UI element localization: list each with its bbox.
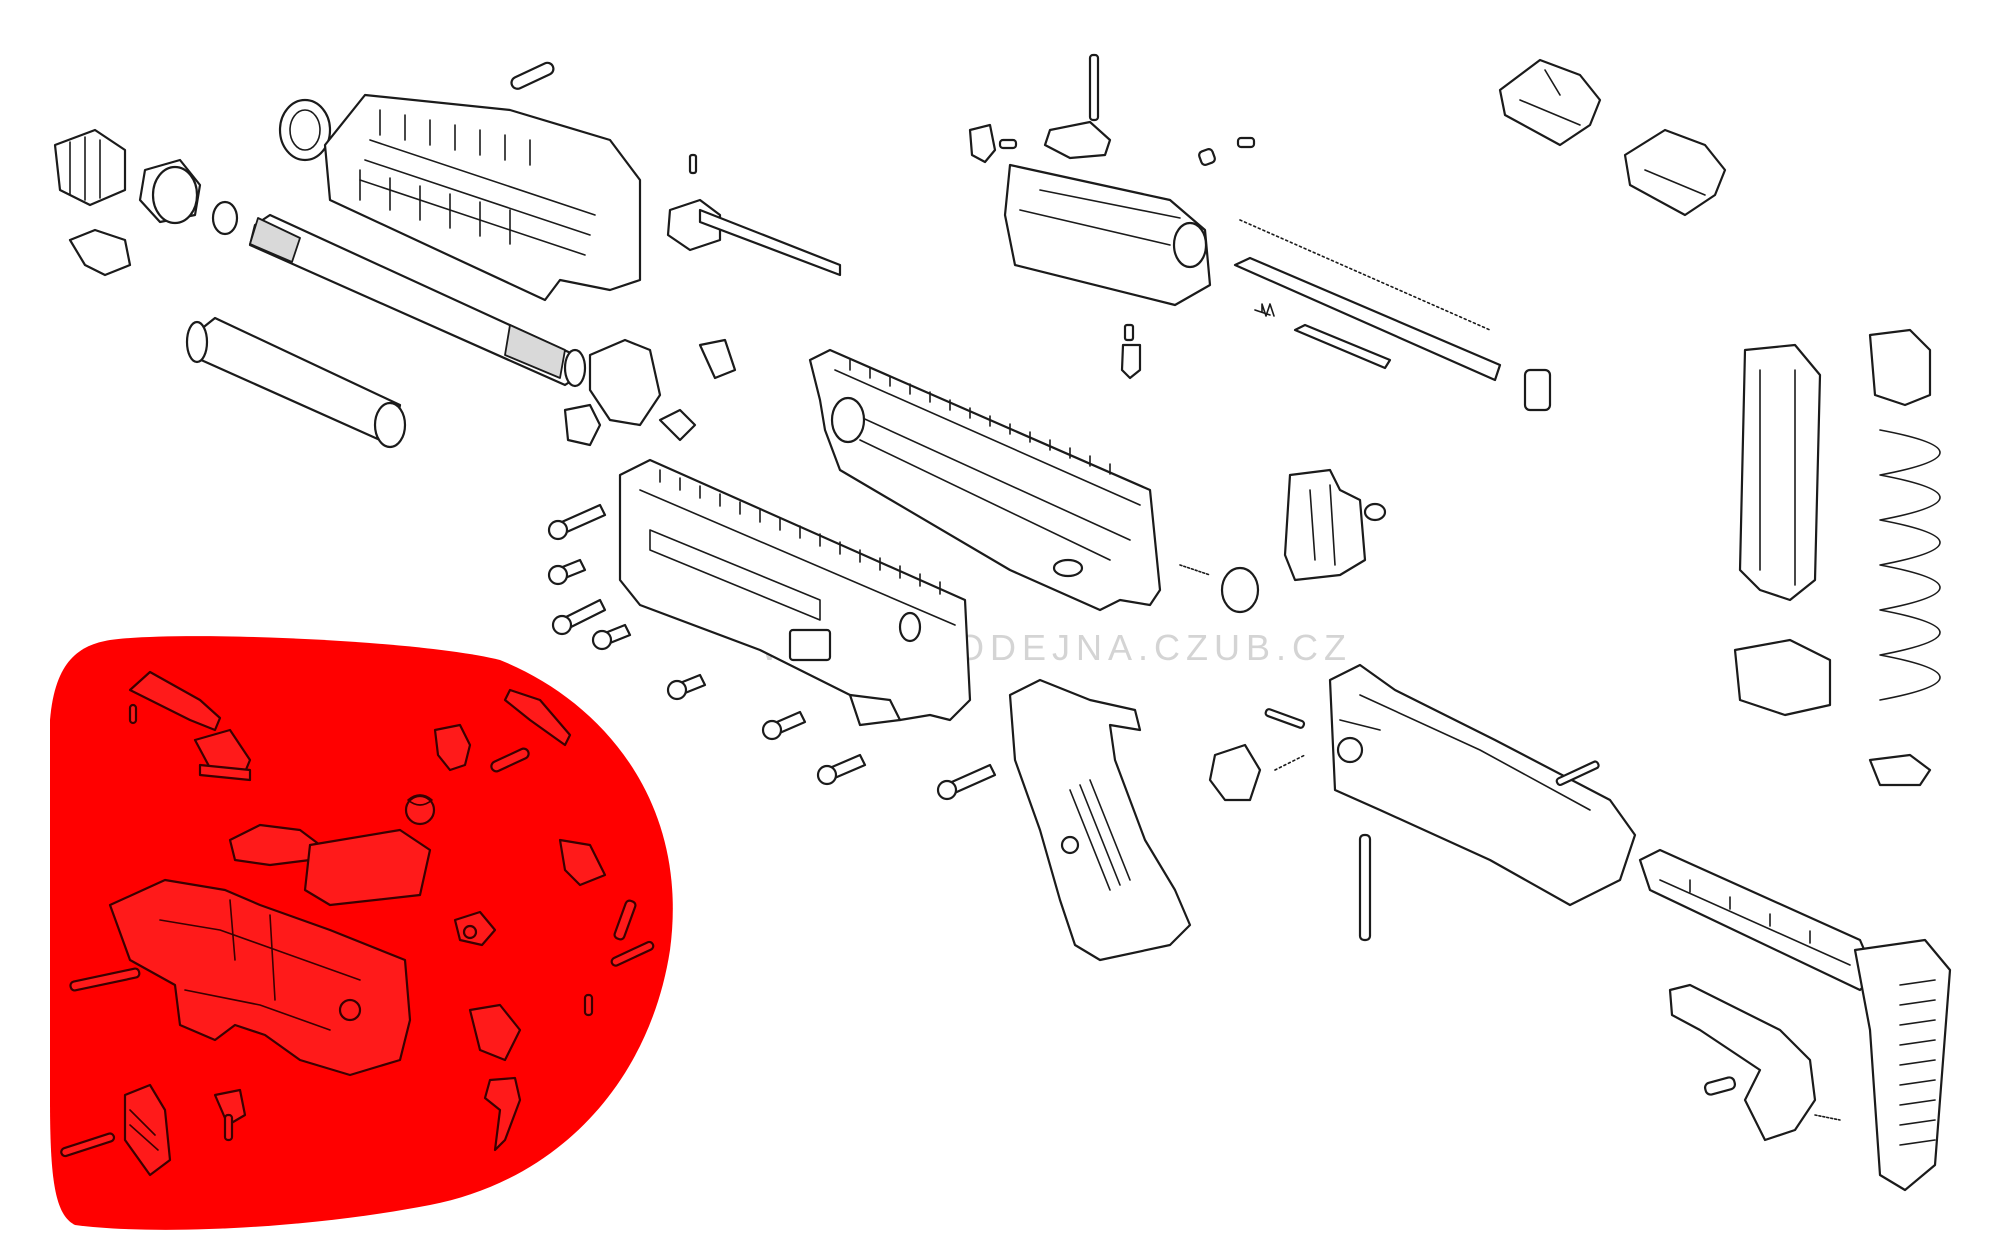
sear-block <box>303 828 432 907</box>
front-sight <box>563 338 737 447</box>
gas-tube <box>185 316 407 449</box>
magazine-floorplate <box>1733 638 1832 717</box>
magazine <box>1733 328 1941 787</box>
hammer-spring <box>404 794 436 826</box>
upper-receiver <box>808 348 1162 612</box>
recoil-spring <box>1233 219 1552 412</box>
trigger-housing <box>108 878 412 1077</box>
hammer <box>433 723 472 772</box>
magazine-well <box>1283 468 1387 582</box>
small-pin <box>223 1113 234 1142</box>
magazine-spring <box>1879 429 1941 701</box>
small-pin <box>583 993 594 1017</box>
small-pin <box>128 703 138 725</box>
muzzle-brake <box>53 128 127 207</box>
muzzle-device-group <box>53 98 332 277</box>
trigger-shoe <box>123 1083 172 1177</box>
disconnector <box>503 688 572 747</box>
mag-release-lever <box>193 728 252 774</box>
screws <box>547 503 997 801</box>
ejector <box>558 838 607 887</box>
rear-sight <box>1498 58 1727 217</box>
stock-pin <box>1555 760 1600 787</box>
spring-pin <box>610 940 655 967</box>
bolt-carrier <box>968 53 1256 380</box>
lower-receiver <box>618 458 972 727</box>
pistol-grip <box>1008 678 1192 962</box>
magazine-base <box>1868 753 1932 787</box>
o-ring <box>278 98 332 162</box>
charging-handle <box>666 153 842 277</box>
highlight-region[interactable] <box>50 636 673 1230</box>
buffer <box>1179 564 1306 802</box>
cross-pin <box>69 967 141 992</box>
pin <box>490 747 530 773</box>
cross-pin <box>60 1132 116 1158</box>
stock-body <box>1328 663 1637 907</box>
clip <box>68 228 132 277</box>
spring-pin <box>613 899 637 941</box>
front-pin <box>510 61 555 90</box>
washer <box>211 200 239 236</box>
handguard <box>323 93 642 302</box>
hammer-strut <box>213 1088 247 1127</box>
stock-latch <box>1668 983 1841 1142</box>
safety-lever <box>128 670 222 732</box>
stock-arm <box>1638 848 1877 992</box>
butt-pad <box>1853 938 1952 1192</box>
barrel <box>248 213 587 388</box>
stock-pin <box>1358 833 1372 942</box>
trigger-group-highlight[interactable] <box>50 636 673 1230</box>
trigger-lever <box>468 1003 522 1062</box>
extractor <box>1043 120 1112 160</box>
magazine-follower <box>1868 328 1932 407</box>
trigger <box>483 1076 522 1152</box>
